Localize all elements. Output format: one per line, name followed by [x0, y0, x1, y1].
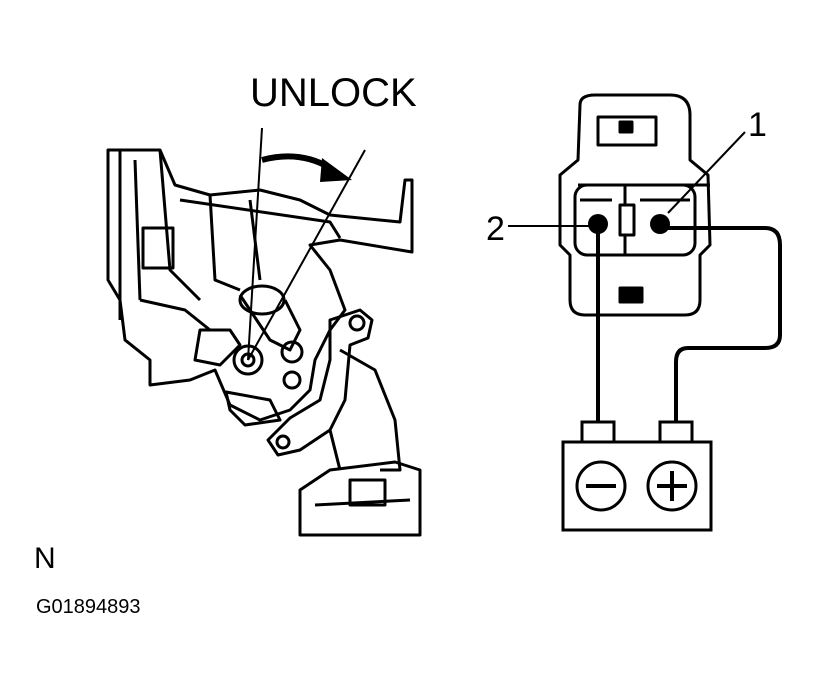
terminal-2-label: 2: [486, 210, 505, 248]
terminal-1-pin: [650, 214, 670, 234]
arrow-head-icon: [320, 158, 352, 182]
figure-code: G01894893: [36, 596, 141, 618]
terminal-2-pin: [588, 214, 608, 234]
terminal-1-label: 1: [748, 106, 767, 144]
door-lock-actuator: [106, 127, 422, 537]
connector-plug: [558, 93, 712, 317]
unlock-label: UNLOCK: [250, 71, 417, 115]
terminal-1-leader: [667, 131, 746, 214]
plus-icon: [657, 471, 687, 501]
wire-positive: [660, 226, 782, 425]
corner-letter: N: [34, 542, 56, 575]
battery: [561, 420, 713, 532]
